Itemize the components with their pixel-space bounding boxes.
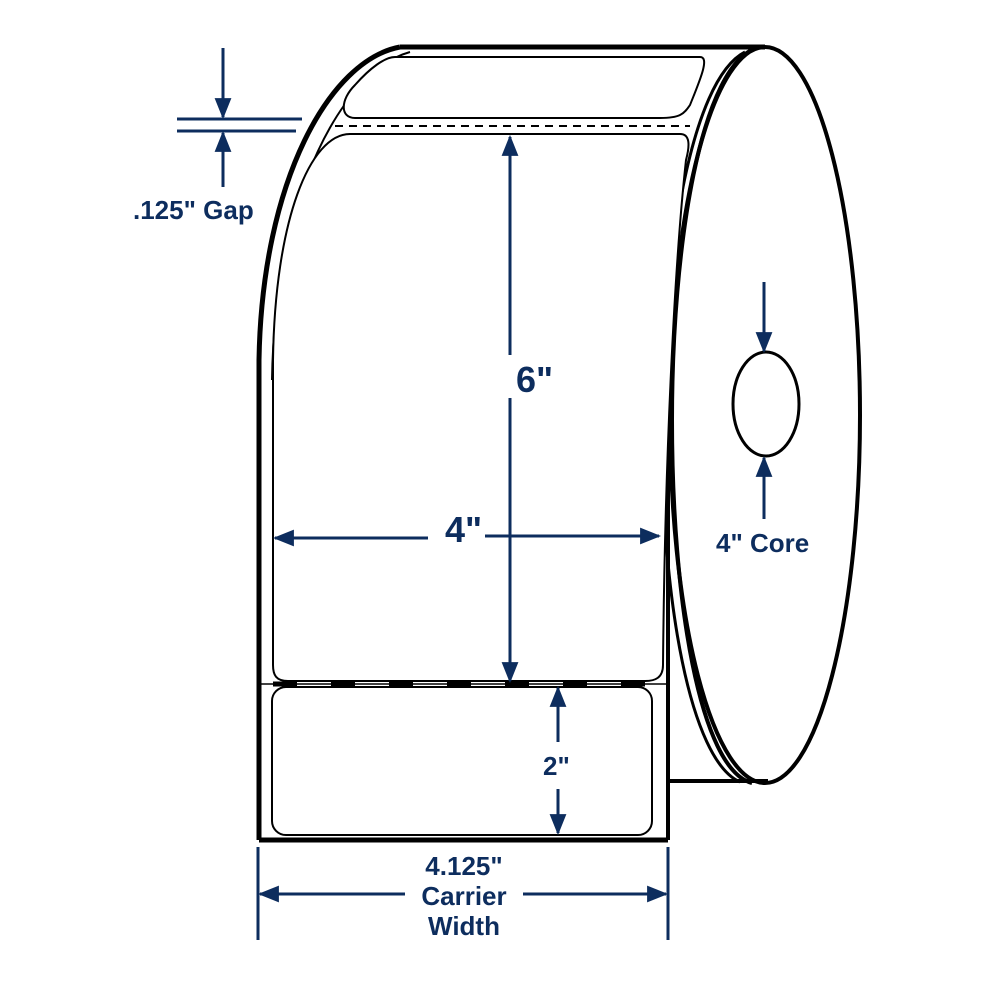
partial-height-label: 2" bbox=[543, 751, 570, 781]
core-label: 4" Core bbox=[716, 528, 810, 558]
partial-label-outline bbox=[271, 686, 653, 836]
gap-label: .125" Gap bbox=[133, 195, 254, 225]
width-dimension bbox=[272, 527, 662, 547]
main-label-outline bbox=[272, 133, 690, 682]
width-label: 4" bbox=[445, 509, 483, 550]
carrier-width-value: 4.125" bbox=[425, 851, 503, 881]
carrier-width-text-2: Width bbox=[428, 911, 500, 941]
carrier-width-text-1: Carrier bbox=[421, 881, 507, 911]
gap-dimension bbox=[177, 48, 302, 187]
carrier-width-dimension bbox=[256, 847, 670, 940]
top-label-outline bbox=[342, 56, 706, 119]
carrier-width-label: 4.125" Carrier Width bbox=[404, 853, 524, 939]
height-label: 6" bbox=[516, 359, 554, 400]
core-hole bbox=[731, 350, 801, 458]
